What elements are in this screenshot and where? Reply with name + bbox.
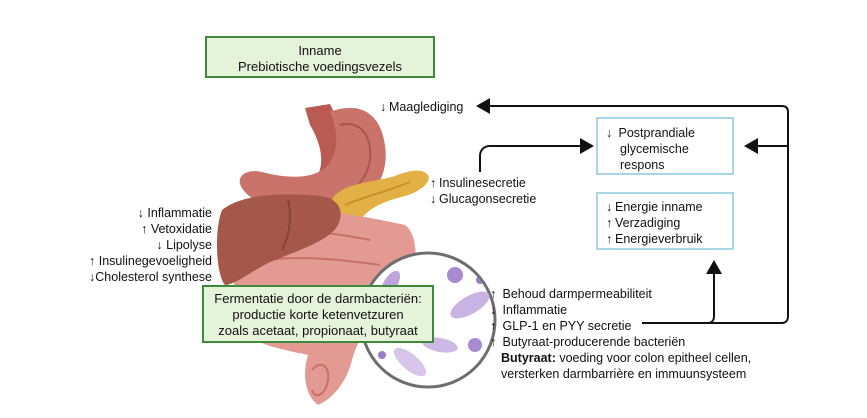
satiety-label: Verzadiging <box>615 216 681 230</box>
arrow-down-icon: ↓ <box>430 192 437 206</box>
gut-effects: ↑ Behoud darmpermeabiliteit ↓ Inflammati… <box>490 286 685 350</box>
insulin-secretion-label: Insulinesecretie <box>439 176 526 190</box>
butyrate-note-title: Butyraat: <box>501 351 556 365</box>
arrow-down-icon: ↓ <box>137 206 144 220</box>
intake-box: Inname Prebiotische voedingsvezels <box>205 36 435 78</box>
butyrate-note: Butyraat: voeding voor colon epitheel ce… <box>501 350 751 382</box>
liver-effect-label: Inflammatie <box>147 206 212 220</box>
stomach-effect-label: Maaglediging <box>389 100 464 114</box>
arrow-up-icon: ↑ <box>141 222 148 236</box>
liver-effect-label: Lipolyse <box>166 238 212 252</box>
energy-expenditure-label: Energieverbruik <box>615 232 703 246</box>
energy-box: ↓Energie inname ↑Verzadiging ↑Energiever… <box>596 192 734 250</box>
liver-effects: ↓ Inflammatie ↑ Vetoxidatie ↓ Lipolyse ↑… <box>86 205 212 285</box>
glycemic-line2: glycemische <box>620 142 689 156</box>
fermentation-line1: Fermentatie door de darmbacteriën: <box>214 291 422 306</box>
glucagon-secretion-label: Glucagonsecretie <box>439 192 537 206</box>
fermentation-line3: zoals acetaat, propionaat, butyraat <box>218 323 418 338</box>
energy-intake-label: Energie inname <box>615 200 703 214</box>
arrow-down-icon: ↓ <box>606 126 613 140</box>
connector-arrows <box>476 98 789 324</box>
arrow-up-icon: ↑ <box>430 176 437 190</box>
arrow-up-icon: ↑ <box>606 232 613 246</box>
arrow-up-icon: ↑ <box>490 335 497 349</box>
glycemic-box: ↓ Postprandiale glycemische respons <box>596 117 734 175</box>
glycemic-line3: respons <box>620 158 665 172</box>
stomach-effect: ↓Maaglediging <box>380 99 463 115</box>
fermentation-box: Fermentatie door de darmbacteriën: produ… <box>202 285 434 343</box>
butyrate-note-line1: voeding voor colon epitheel cellen, <box>555 351 752 365</box>
glycemic-line1: Postprandiale <box>618 126 695 140</box>
liver-effect-label: Vetoxidatie <box>150 222 212 236</box>
gut-effect-label: GLP-1 en PYY secretie <box>502 319 632 333</box>
arrow-down-icon: ↓ <box>380 100 387 114</box>
arrow-down-icon: ↓ <box>606 200 613 214</box>
intake-title: Inname <box>298 43 342 58</box>
gut-effect-label: Butyraat-producerende bacteriën <box>502 335 686 349</box>
pancreas-effects: ↑Insulinesecretie ↓Glucagonsecretie <box>430 175 536 207</box>
arrow-up-icon: ↑ <box>490 287 497 301</box>
butyrate-note-line2: versterken darmbarrière en immuunsysteem <box>501 367 747 381</box>
arrow-up-icon: ↑ <box>606 216 613 230</box>
gut-effect-label: Behoud darmpermeabiliteit <box>502 287 652 301</box>
gut-effect-label: Inflammatie <box>502 303 568 317</box>
arrow-down-icon: ↓ <box>156 238 163 252</box>
arrow-up-icon: ↑ <box>490 319 497 333</box>
arrow-up-icon: ↑ <box>88 254 96 268</box>
liver-illustration <box>216 194 341 285</box>
arrow-down-icon: ↓ <box>89 270 96 284</box>
liver-effect-label: Cholesterol synthese <box>95 270 212 284</box>
fermentation-line2: productie korte ketenvetzuren <box>232 307 404 322</box>
arrow-down-icon: ↓ <box>490 303 497 317</box>
intake-subtitle: Prebiotische voedingsvezels <box>237 59 403 74</box>
liver-effect-label: Insulinegevoeligheid <box>98 254 212 268</box>
